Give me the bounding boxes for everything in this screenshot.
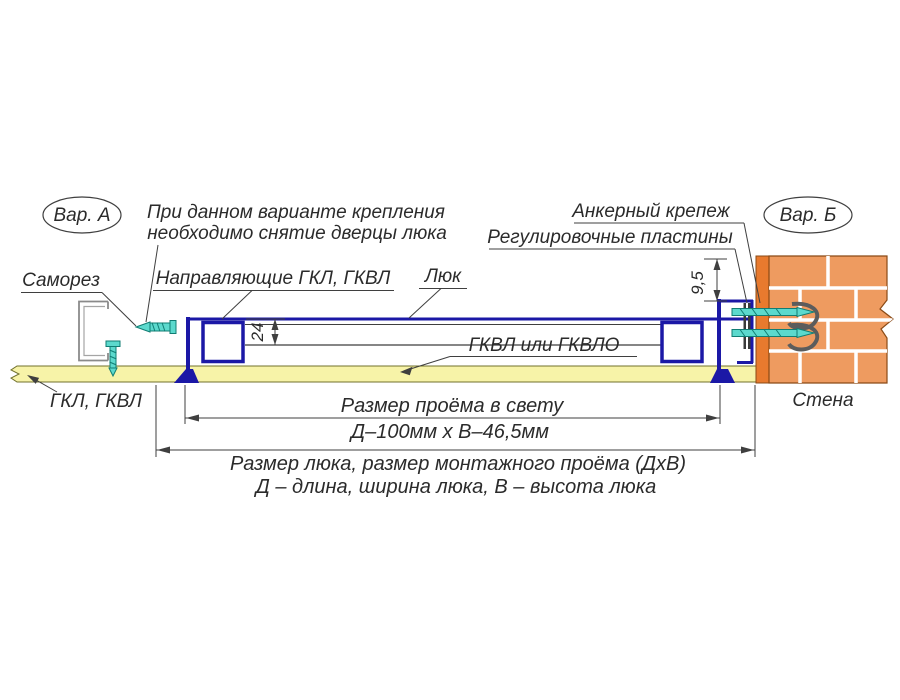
opening-title: Размер проёма в свету bbox=[341, 395, 564, 417]
opening-size: Д–100мм х В–46,5мм bbox=[349, 421, 549, 443]
right-square-tube bbox=[660, 320, 704, 364]
self-tapping-screw-vertical bbox=[105, 340, 121, 378]
note-line2: необходимо снятие дверцы люка bbox=[147, 223, 447, 244]
wall-label: Стена bbox=[792, 390, 853, 411]
anchor-hook bbox=[787, 301, 820, 331]
left-frame-foot bbox=[174, 369, 199, 383]
drywall-panel bbox=[10, 365, 757, 383]
anchor-fasteners bbox=[731, 301, 820, 352]
stud-profile bbox=[78, 300, 109, 362]
dim-9-5: 9,5 bbox=[688, 271, 707, 295]
note-line1: При данном варианте крепления bbox=[147, 202, 445, 223]
plaster-layer bbox=[755, 255, 770, 384]
gkl-label: ГКЛ, ГКВЛ bbox=[50, 391, 143, 412]
hatch-size-line1: Размер люка, размер монтажного проёма (Д… bbox=[230, 453, 686, 475]
variant-a-oval bbox=[42, 196, 122, 234]
variant-a-label: Вар. А bbox=[53, 205, 110, 226]
adjustment-plates bbox=[743, 303, 751, 349]
gkvl-label: ГКВЛ или ГКВЛО bbox=[469, 335, 620, 356]
anchor-label: Анкерный крепеж bbox=[571, 201, 730, 222]
guides-label: Направляющие ГКЛ, ГКВЛ bbox=[156, 268, 392, 289]
self-tapping-screw-horizontal bbox=[134, 320, 177, 334]
hatch-label: Люк bbox=[423, 266, 462, 287]
left-square-tube bbox=[201, 320, 245, 364]
variant-b-oval bbox=[763, 196, 853, 234]
dim-24: 24 bbox=[248, 323, 267, 343]
plates-label: Регулировочные пластины bbox=[487, 227, 733, 248]
hatch-size-line2: Д – длина, ширина люка, В – высота люка bbox=[254, 476, 657, 498]
leader-lines bbox=[21, 222, 761, 393]
screw-label: Саморез bbox=[22, 270, 100, 291]
dimension-lines bbox=[155, 258, 756, 457]
brick-wall bbox=[755, 255, 894, 384]
right-frame-foot bbox=[710, 369, 735, 383]
anchor-hook bbox=[787, 322, 820, 352]
variant-b-label: Вар. Б bbox=[780, 205, 837, 226]
